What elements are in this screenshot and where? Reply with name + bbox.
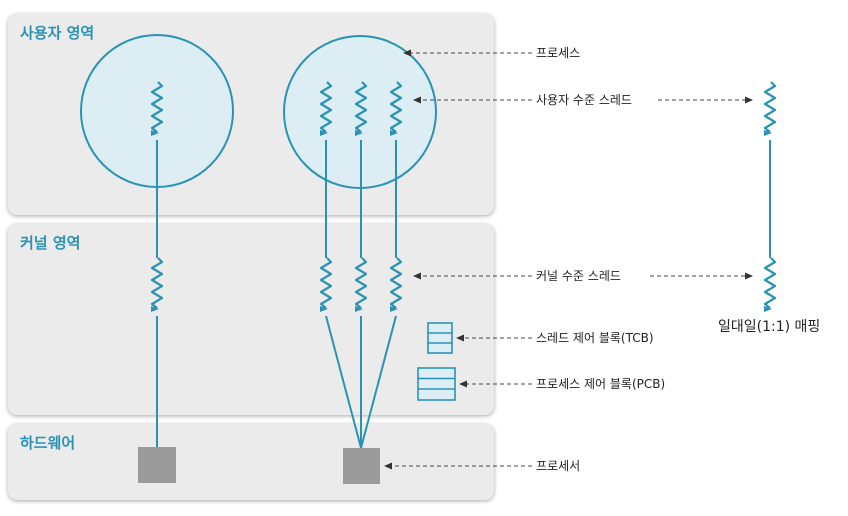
link-center-kernel-processor-3 (360, 315, 397, 449)
hardware-title: 하드웨어 (20, 434, 76, 452)
kernel-thread-icon (150, 257, 164, 312)
processor-2 (343, 448, 380, 484)
user-thread-icon (389, 81, 403, 136)
kernel-thread-icon (319, 257, 333, 312)
kernel-space-title: 커널 영역 (20, 234, 81, 252)
tcb-icon (427, 322, 453, 354)
kernel-thread-icon (354, 257, 368, 312)
user-thread-icon (319, 81, 333, 136)
processor-1 (138, 447, 176, 483)
user-thread-icon (150, 81, 164, 136)
tcb-label: 스레드 제어 블록(TCB) (536, 331, 654, 345)
kernel-thread-label: 커널 수준 스레드 (536, 269, 621, 283)
mapping-user-thread-icon (763, 81, 777, 136)
pcb-label: 프로세스 제어 블록(PCB) (536, 377, 666, 391)
thread-icons (150, 81, 777, 312)
thread-links (156, 140, 771, 449)
kernel-thread-icon (389, 257, 403, 312)
kernel-space-region: 커널 영역 (8, 224, 494, 415)
user-space-title: 사용자 영역 (20, 24, 95, 42)
annotation-arrows (384, 49, 753, 470)
mapping-kernel-thread-icon (763, 257, 777, 312)
user-thread-icon (354, 81, 368, 136)
mapping-caption: 일대일(1:1) 매핑 (718, 319, 821, 335)
process-label: 프로세스 (536, 46, 581, 60)
link-center-kernel-processor-1 (325, 315, 362, 449)
processor-label: 프로세서 (536, 459, 581, 473)
user-thread-label: 사용자 수준 스레드 (536, 93, 632, 107)
hardware-region: 하드웨어 (8, 424, 494, 500)
pcb-icon (417, 367, 456, 401)
